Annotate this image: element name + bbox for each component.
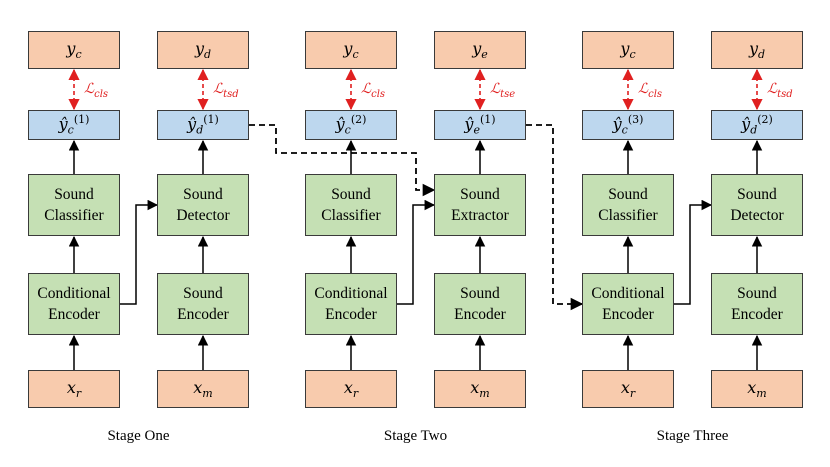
encoder-s2c2: Sound Encoder — [434, 273, 526, 335]
target-s2c1: yc — [305, 31, 397, 69]
prediction-s2c2-label: ŷe(1) — [464, 113, 496, 137]
module-s1c2: Sound Detector — [157, 174, 249, 236]
target-s3c2-label: yd — [748, 38, 766, 62]
prediction-s1c1-label: ŷc(1) — [58, 113, 90, 137]
encoder-s1c1-label: Conditional Encoder — [37, 285, 111, 323]
input-s1c1: xr — [28, 370, 120, 408]
prediction-s2c2: ŷe(1) — [434, 110, 526, 140]
input-s3c2-label: xm — [747, 377, 767, 401]
module-s2c2-label: Sound Extractor — [451, 186, 509, 224]
target-s2c2: ye — [434, 31, 526, 69]
input-s1c1-label: xr — [66, 377, 82, 401]
module-s1c1-label: Sound Classifier — [44, 186, 104, 224]
encoder-s2c1: Conditional Encoder — [305, 273, 397, 335]
target-s1c1-label: yc — [66, 38, 82, 62]
prediction-s3c2-label: ŷd(2) — [741, 113, 773, 137]
module-s1c2-label: Sound Detector — [176, 186, 230, 224]
target-s2c2-label: ye — [472, 38, 488, 62]
arrow-stage2-to-stage3 — [526, 124, 584, 311]
target-s3c2: yd — [711, 31, 803, 69]
prediction-s2c1-label: ŷc(2) — [335, 113, 367, 137]
stage-label-3: Stage Three — [656, 428, 729, 444]
module-s2c1-label: Sound Classifier — [321, 186, 381, 224]
target-s1c1: yc — [28, 31, 120, 69]
loss-label-s1c1: ℒcls — [84, 81, 109, 100]
prediction-s2c1: ŷc(2) — [305, 110, 397, 140]
module-s2c1: Sound Classifier — [305, 174, 397, 236]
target-s1c2-label: yd — [194, 38, 212, 62]
input-s3c1: xr — [582, 370, 674, 408]
prediction-s1c2: ŷd(1) — [157, 110, 249, 140]
target-s1c2: yd — [157, 31, 249, 69]
module-s1c1: Sound Classifier — [28, 174, 120, 236]
arrow-condition-2 — [397, 199, 436, 305]
encoder-s1c1: Conditional Encoder — [28, 273, 120, 335]
module-s3c1-label: Sound Classifier — [598, 186, 658, 224]
target-s3c1: yc — [582, 31, 674, 69]
arrow-stage1-to-stage2 — [249, 124, 436, 197]
input-s3c1-label: xr — [620, 377, 636, 401]
stage-label-1: Stage One — [107, 428, 170, 444]
target-s2c1-label: yc — [343, 38, 359, 62]
encoder-s3c2-label: Sound Encoder — [731, 285, 783, 323]
encoder-s3c2: Sound Encoder — [711, 273, 803, 335]
loss-label-s3c1: ℒcls — [638, 81, 663, 100]
target-s3c1-label: yc — [620, 38, 636, 62]
module-s3c2: Sound Detector — [711, 174, 803, 236]
encoder-s3c1-label: Conditional Encoder — [591, 285, 665, 323]
input-s2c2-label: xm — [470, 377, 490, 401]
loss-label-s2c1: ℒcls — [361, 81, 386, 100]
input-s3c2: xm — [711, 370, 803, 408]
prediction-s3c1-label: ŷc(3) — [612, 113, 644, 137]
module-s2c2: Sound Extractor — [434, 174, 526, 236]
prediction-s1c1: ŷc(1) — [28, 110, 120, 140]
encoder-s1c2: Sound Encoder — [157, 273, 249, 335]
encoder-s2c2-label: Sound Encoder — [454, 285, 506, 323]
input-s1c2-label: xm — [193, 377, 213, 401]
arrow-condition-3 — [674, 199, 713, 305]
input-s2c1-label: xr — [343, 377, 359, 401]
encoder-s1c2-label: Sound Encoder — [177, 285, 229, 323]
encoder-s2c1-label: Conditional Encoder — [314, 285, 388, 323]
loss-label-s3c2: ℒtsd — [767, 81, 793, 100]
loss-label-s2c2: ℒtse — [490, 81, 516, 100]
loss-label-s1c2: ℒtsd — [213, 81, 239, 100]
input-s2c2: xm — [434, 370, 526, 408]
module-s3c1: Sound Classifier — [582, 174, 674, 236]
input-s1c2: xm — [157, 370, 249, 408]
input-s2c1: xr — [305, 370, 397, 408]
module-s3c2-label: Sound Detector — [730, 186, 784, 224]
prediction-s1c2-label: ŷd(1) — [187, 113, 219, 137]
arrow-condition-1 — [120, 199, 159, 305]
prediction-s3c2: ŷd(2) — [711, 110, 803, 140]
encoder-s3c1: Conditional Encoder — [582, 273, 674, 335]
stage-label-2: Stage Two — [383, 428, 448, 444]
prediction-s3c1: ŷc(3) — [582, 110, 674, 140]
